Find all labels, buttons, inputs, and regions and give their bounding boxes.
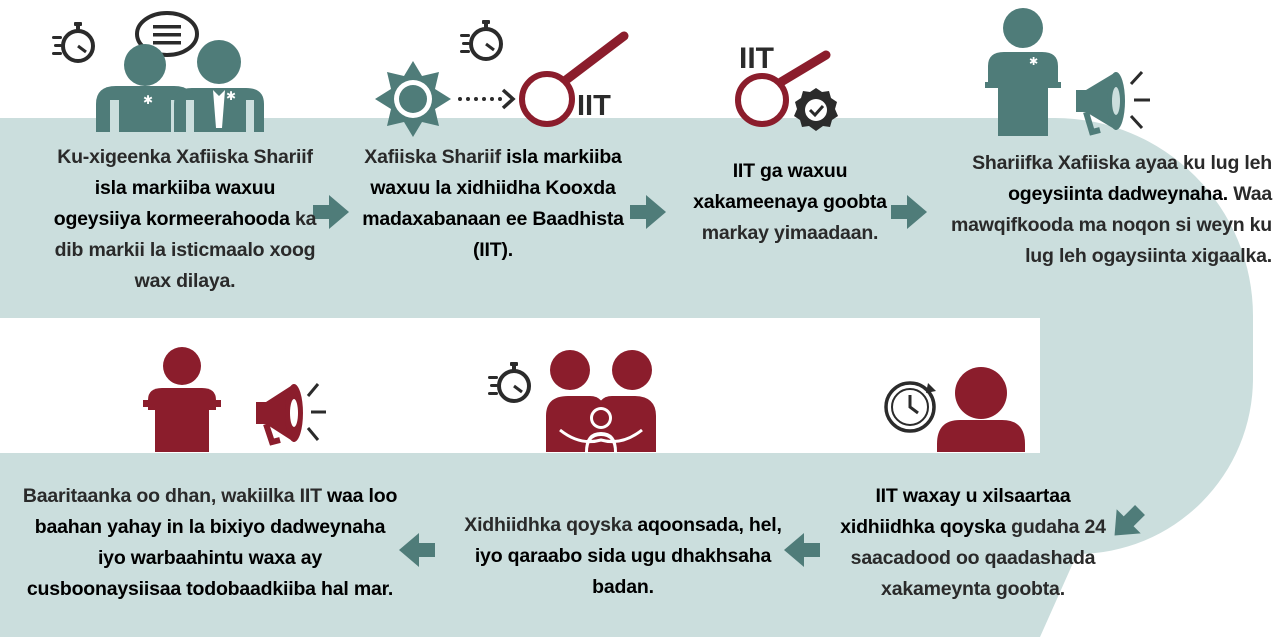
- text-run: Xidhiidhka qoyska: [464, 514, 638, 536]
- svg-text:✱: ✱: [226, 89, 236, 103]
- bold-text-run: aqoonsada, hel, iyo qaraabo sida ugu dha…: [474, 514, 782, 598]
- bold-text-run: waa loo baahan yahay in la bixiyo dadwey…: [26, 485, 398, 600]
- text-run: ka dib markii la isticmaalo xoog wax dil…: [54, 208, 317, 292]
- step-2-text: Xafiiska Shariif isla markiiba waxuu la …: [358, 142, 628, 266]
- flow-arrow: [630, 195, 666, 229]
- flow-arrow: [784, 533, 820, 567]
- officer-icon: ✱: [174, 40, 264, 132]
- bold-text-run: isla markiiba waxuu ogeysiiya kormeeraho…: [53, 177, 290, 230]
- magnifier-label: IIT: [739, 42, 774, 75]
- flow-band: [0, 118, 1253, 637]
- bold-text-run: isla markiiba waxuu la xidhiidha Kooxda …: [362, 146, 624, 261]
- podium-speaker-icon: [143, 347, 221, 452]
- step-6-text: Xidhiidhka qoyska aqoonsada, hel, iyo qa…: [448, 510, 798, 603]
- text-run: Baaritaanka oo dhan, wakiilka IIT: [22, 485, 328, 507]
- flow-arrow: [891, 195, 927, 229]
- step-5-text: IIT waxay u xilsaartaa xidhiidhka qoyska…: [828, 481, 1118, 605]
- flow-arrow: [313, 195, 349, 229]
- badge-icon: [375, 61, 451, 137]
- podium-officer-icon: ✱: [985, 8, 1061, 136]
- text-run: Ku-xigeenka Xafiiska Shariif: [57, 146, 313, 168]
- gear-check-icon: [794, 88, 838, 131]
- flow-arrow: [399, 533, 435, 567]
- text-run: markay yimaadaan.: [701, 222, 879, 244]
- clock-icon: [884, 381, 936, 433]
- step-4-text: Shariifka Xafiiska ayaa ku lug leh ogeys…: [942, 148, 1272, 272]
- step-1-text: Ku-xigeenka Xafiiska Shariif isla markii…: [50, 142, 320, 297]
- stopwatch-icon: [488, 362, 531, 403]
- text-run: Xafiiska Shariif: [364, 146, 507, 168]
- megaphone-icon: [1076, 70, 1150, 136]
- step-7-text: Baaritaanka oo dhan, wakiilka IIT waa lo…: [20, 481, 400, 605]
- magnifying-glass-icon: IIT: [519, 31, 629, 127]
- text-run: gudaha 24 saacadood oo qaadashada xakame…: [850, 516, 1106, 600]
- family-icon: [546, 350, 656, 452]
- flow-arrow: [1114, 505, 1145, 536]
- dotted-arrow: [458, 88, 516, 110]
- svg-text:✱: ✱: [1029, 55, 1038, 68]
- stopwatch-icon: [460, 20, 503, 61]
- magnifier-label: IIT: [577, 90, 611, 122]
- bold-text-run: IIT ga waxuu xakameenaya goobta: [693, 160, 887, 213]
- text-run: Shariifka Xafiiska ayaa ku lug leh: [972, 152, 1272, 174]
- step-3-text: IIT ga waxuu xakameenaya goobta markay y…: [690, 156, 890, 249]
- bold-text-run: ogeysiinta dadweynaha.: [1008, 183, 1228, 205]
- megaphone-icon: [256, 383, 326, 446]
- stopwatch-icon: [52, 22, 95, 63]
- svg-text:✱: ✱: [143, 93, 153, 107]
- person-icon: [937, 367, 1025, 452]
- magnifying-glass-icon: IIT: [735, 42, 831, 127]
- text-run: Waa mawqifkooda ma noqon si weyn ku lug …: [950, 183, 1272, 267]
- bold-text-run: IIT waxay u xilsaartaa xidhiidhka qoyska: [840, 485, 1071, 538]
